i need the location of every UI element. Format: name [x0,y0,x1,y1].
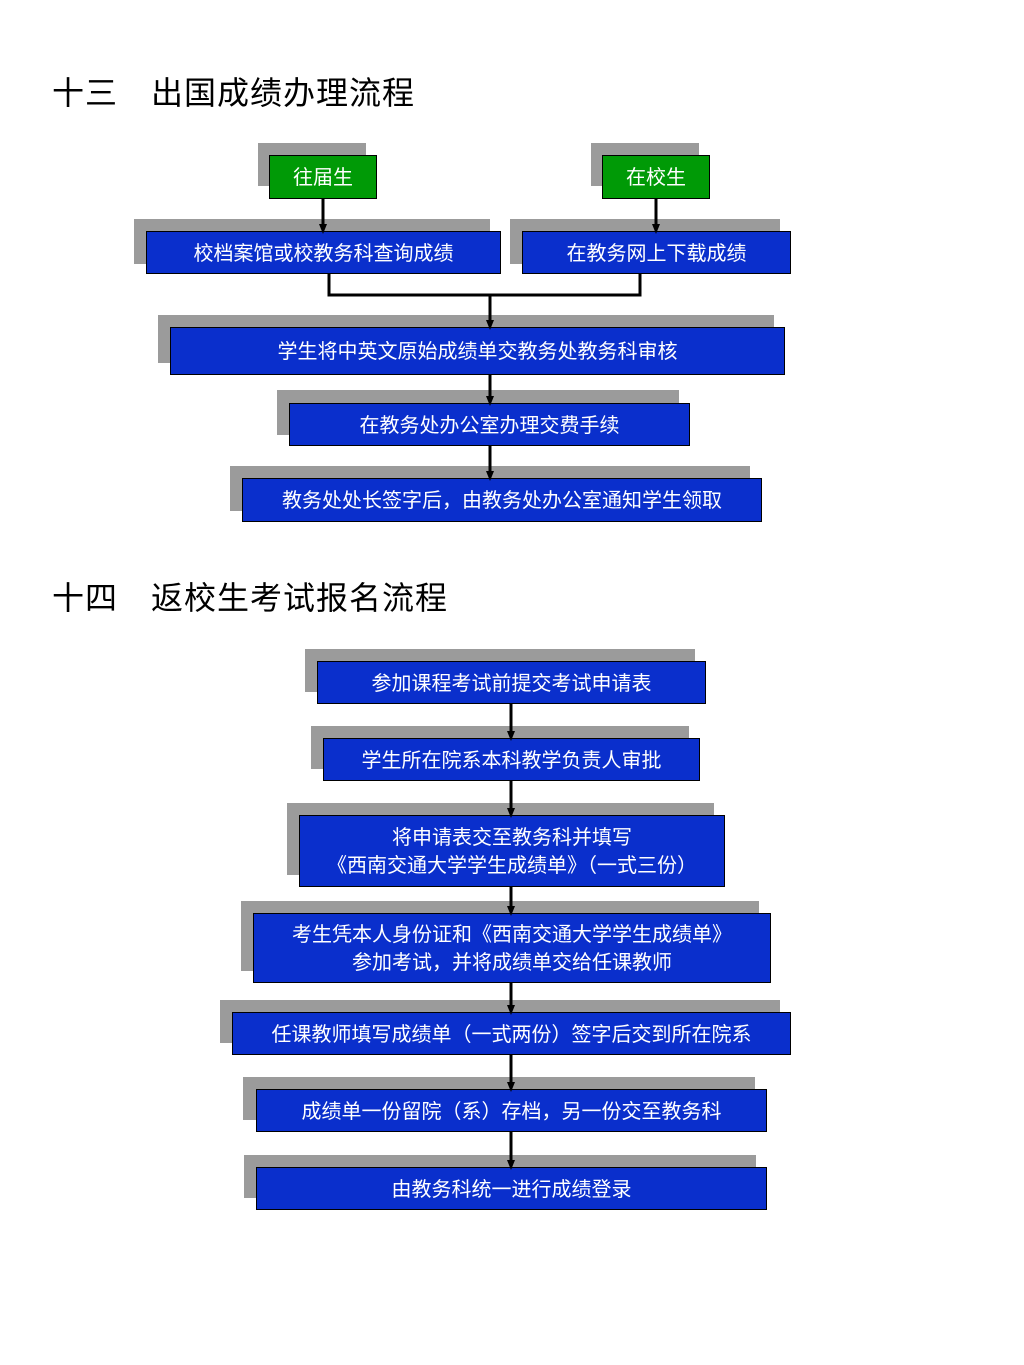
node-download-grades: 在教务网上下载成绩 [522,231,791,274]
section-14-title: 十四 返校生考试报名流程 [52,579,449,617]
node-label: 在教务处办公室办理交费手续 [359,412,620,437]
node-label-line: 《西南交通大学学生成绩单》（一式三份） [327,853,697,877]
node-label-line: 将申请表交至教务科并填写 [392,825,632,849]
node-archive-copy: 成绩单一份留院（系）存档，另一份交至教务科 [256,1089,767,1132]
merge-connector [327,274,642,297]
node-label: 在教务网上下载成绩 [566,240,747,265]
node-label-line: 考生凭本人身份证和《西南交通大学学生成绩单》 [292,922,732,946]
node-label: 学生所在院系本科教学负责人审批 [361,747,662,772]
node-take-exam: 考生凭本人身份证和《西南交通大学学生成绩单》 参加考试，并将成绩单交给任课教师 [253,913,771,983]
node-label: 任课教师填写成绩单（一式两份）签字后交到所在院系 [271,1021,752,1046]
node-label: 学生将中英文原始成绩单交教务处教务科审核 [277,339,678,363]
node-label: 在校生 [626,165,686,189]
node-department-approval: 学生所在院系本科教学负责人审批 [323,738,700,781]
node-label-line: 参加考试，并将成绩单交给任课教师 [352,950,672,974]
node-label: 往届生 [293,165,353,189]
node-collect-notice: 教务处处长签字后，由教务处办公室通知学生领取 [242,478,762,522]
node-teacher-sign: 任课教师填写成绩单（一式两份）签字后交到所在院系 [232,1012,791,1055]
node-label: 校档案馆或校教务科查询成绩 [193,240,454,265]
node-submit-application: 参加课程考试前提交考试申请表 [317,661,706,704]
node-label: 成绩单一份留院（系）存档，另一份交至教务科 [301,1098,722,1123]
node-label: 教务处处长签字后，由教务处办公室通知学生领取 [282,488,722,512]
node-past-student: 往届生 [269,155,377,199]
node-pay-fee: 在教务处办公室办理交费手续 [289,403,690,446]
node-submit-transcript: 学生将中英文原始成绩单交教务处教务科审核 [170,327,785,375]
node-label: 由教务科统一进行成绩登录 [391,1176,632,1201]
node-label: 参加课程考试前提交考试申请表 [371,670,652,695]
node-current-student: 在校生 [602,155,710,199]
section-13-title: 十三 出国成绩办理流程 [52,74,416,112]
